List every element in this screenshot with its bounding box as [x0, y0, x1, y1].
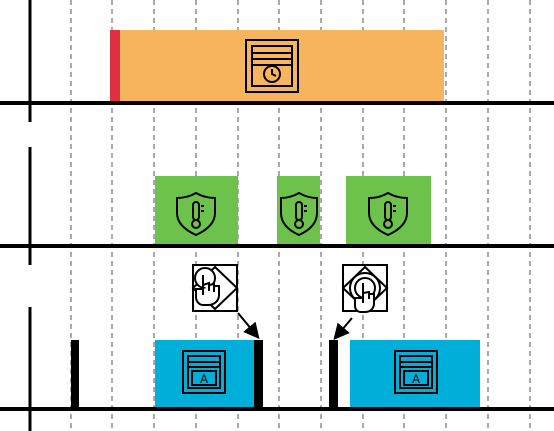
- panel-a-icon: A: [182, 350, 226, 394]
- start-marker: [110, 30, 120, 102]
- track-2: [155, 176, 431, 246]
- track-3: A A: [71, 264, 480, 409]
- hand-press-icon: [191, 264, 239, 312]
- pointer-arrow: [237, 312, 260, 340]
- hand-tap-icon: [341, 264, 389, 313]
- shield-thermometer-icon: [368, 191, 408, 237]
- shield-thermometer-icon: [176, 191, 216, 237]
- event-bar: [329, 340, 338, 409]
- pointer-arrow: [333, 317, 353, 341]
- shield-thermometer-icon: [280, 191, 318, 237]
- panel-a-icon: A: [394, 350, 438, 394]
- track-1: [110, 30, 444, 102]
- panel-letter: A: [412, 372, 420, 386]
- panel-letter: A: [200, 372, 208, 386]
- event-bar: [254, 340, 263, 409]
- clock-panel-icon: [245, 39, 299, 93]
- event-bar: [71, 340, 79, 409]
